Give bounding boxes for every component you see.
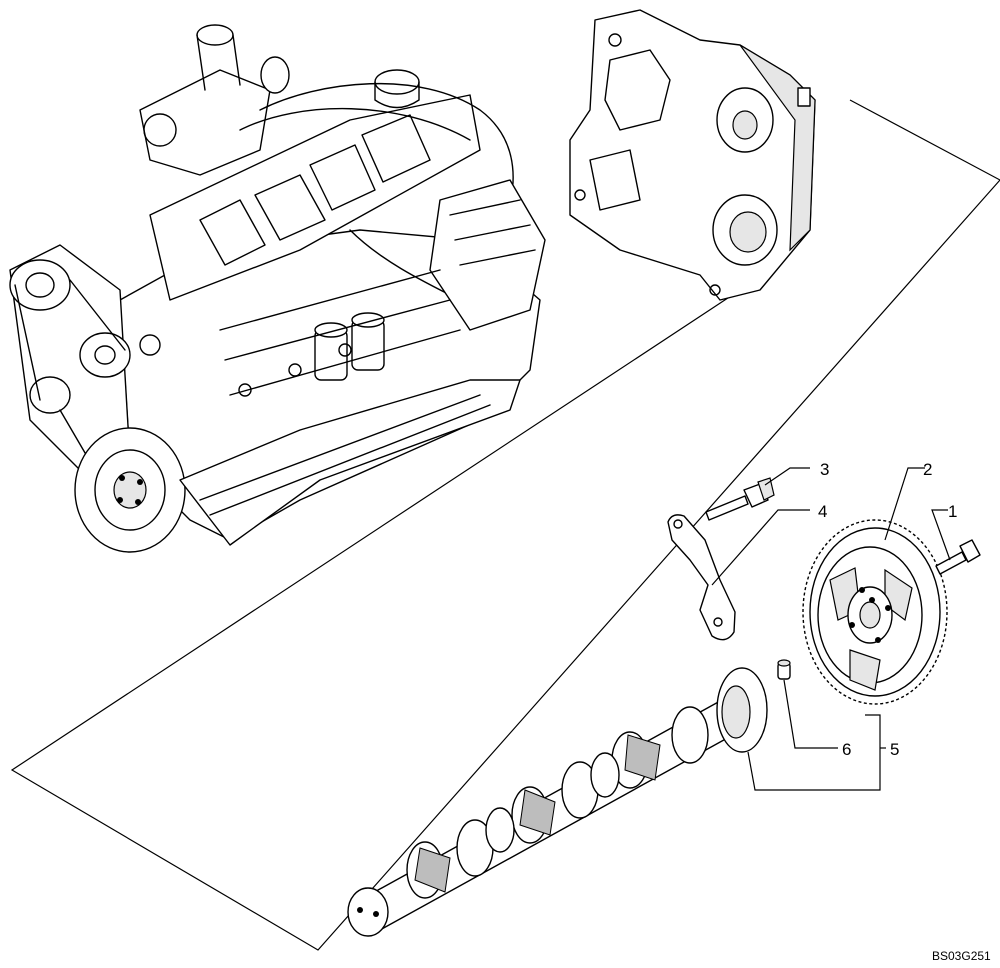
timing-gear-housing: [569, 9, 816, 301]
callout-1: 1: [948, 502, 957, 521]
callout-3: 3: [820, 460, 829, 479]
part-4-bracket: [667, 514, 736, 641]
part-3-bolt: [705, 477, 775, 521]
part-6-dowel-pin: [777, 659, 791, 680]
camshaft: [347, 667, 768, 937]
callout-6: 6: [842, 740, 851, 759]
leader-5-upper: [865, 714, 881, 748]
callout-5: 5: [890, 740, 899, 759]
leader-lines: [711, 467, 951, 791]
callout-4: 4: [818, 502, 827, 521]
reference-code: BS03G251: [932, 949, 991, 963]
leader-2: [884, 467, 925, 541]
leader-3: [764, 467, 810, 486]
leader-6: [783, 679, 838, 749]
leader-1: [931, 509, 951, 561]
explosion-plane-outline: [10, 99, 1000, 951]
part-2-camshaft-gear: [802, 519, 948, 705]
engine-assembly-illustration: [9, 24, 546, 553]
part-1-bolt: [935, 539, 981, 575]
leader-4: [711, 509, 810, 586]
leader-5-lower: [747, 748, 881, 791]
callout-2: 2: [923, 460, 932, 479]
